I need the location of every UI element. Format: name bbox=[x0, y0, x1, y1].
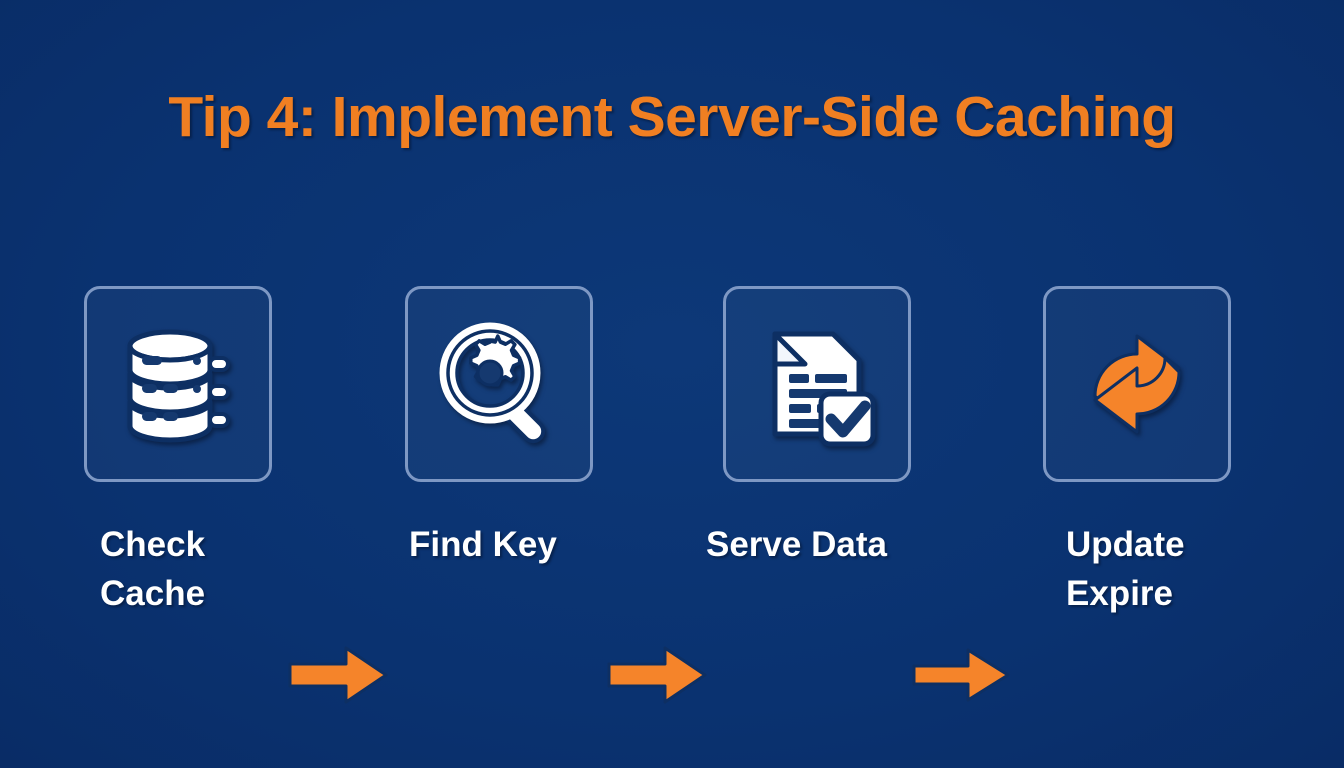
icon-box-3[interactable] bbox=[723, 286, 911, 482]
icon-box-2[interactable] bbox=[405, 286, 593, 482]
flow-step-1[interactable] bbox=[84, 286, 272, 482]
page-title: Tip 4: Implement Server-Side Caching bbox=[168, 85, 1176, 149]
flow-connector-2 bbox=[607, 644, 707, 706]
icon-box-1[interactable] bbox=[84, 286, 272, 482]
document-check-icon bbox=[753, 320, 881, 448]
database-stack-icon bbox=[114, 320, 242, 448]
step-label-1: Check Cache bbox=[100, 525, 206, 613]
arrow-right-icon bbox=[288, 644, 388, 706]
flow-step-2[interactable] bbox=[405, 286, 593, 482]
step-label-3: Serve Data bbox=[706, 525, 887, 564]
icon-box-4[interactable] bbox=[1043, 286, 1231, 482]
refresh-sync-icon bbox=[1073, 320, 1201, 448]
step-labels: Check Cache Find Key Serve Data Update E… bbox=[0, 520, 1344, 640]
magnifier-gear-icon bbox=[435, 320, 563, 448]
flow-step-4[interactable] bbox=[1043, 286, 1231, 482]
step-label-4: Update Expire bbox=[1066, 525, 1185, 613]
arrow-right-icon bbox=[607, 644, 707, 706]
process-flow bbox=[0, 286, 1344, 704]
flow-step-3[interactable] bbox=[723, 286, 911, 482]
flow-connector-1 bbox=[288, 644, 388, 706]
step-label-2: Find Key bbox=[409, 525, 557, 564]
arrow-right-icon bbox=[912, 644, 1012, 706]
flow-connector-3 bbox=[912, 644, 1012, 706]
